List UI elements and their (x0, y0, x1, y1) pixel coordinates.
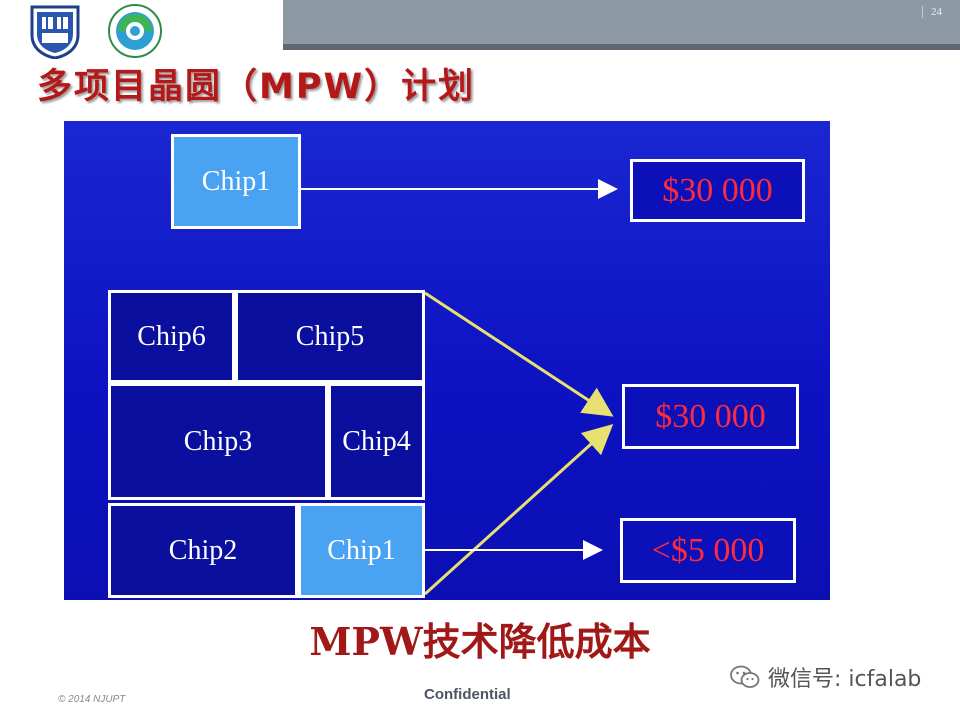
wafer-arrow-top (424, 291, 614, 417)
single-price-box: $30 000 (630, 159, 805, 222)
wechat-id: 微信号: icfalab (768, 667, 922, 692)
wechat-icon (730, 665, 760, 688)
per-chip-price-box: <$5 000 (620, 518, 796, 583)
university-logo-icon (30, 5, 80, 59)
single-chip1: Chip1 (171, 134, 301, 229)
mpw-chip5: Chip5 (235, 290, 425, 383)
wafer-arrow-bottom (423, 423, 614, 596)
mpw-chip4: Chip4 (328, 383, 425, 500)
page-number: 24 (922, 6, 942, 18)
mpw-chip1: Chip1 (298, 503, 425, 598)
header-bar: 24 (283, 0, 960, 50)
wechat-watermark: 微信号: icfalab (730, 662, 921, 692)
mpw-diagram: Chip1 $30 000 Chip6 Chip5 Chip3 Chip4 Ch… (64, 121, 830, 600)
copyright-text: © 2014 NJUPT (58, 694, 126, 705)
arrow-layer (274, 179, 618, 596)
institute-emblem-icon (108, 4, 162, 58)
slide-subtitle: MPW技术降低成本 (309, 619, 651, 664)
confidential-label: Confidential (424, 686, 511, 703)
mpw-chip6: Chip6 (108, 290, 235, 383)
mpw-chip2: Chip2 (108, 503, 298, 598)
mpw-total-price-box: $30 000 (622, 384, 799, 449)
mpw-chip3: Chip3 (108, 383, 328, 500)
slide-title: 多项目晶圆（MPW）计划 (37, 67, 476, 107)
